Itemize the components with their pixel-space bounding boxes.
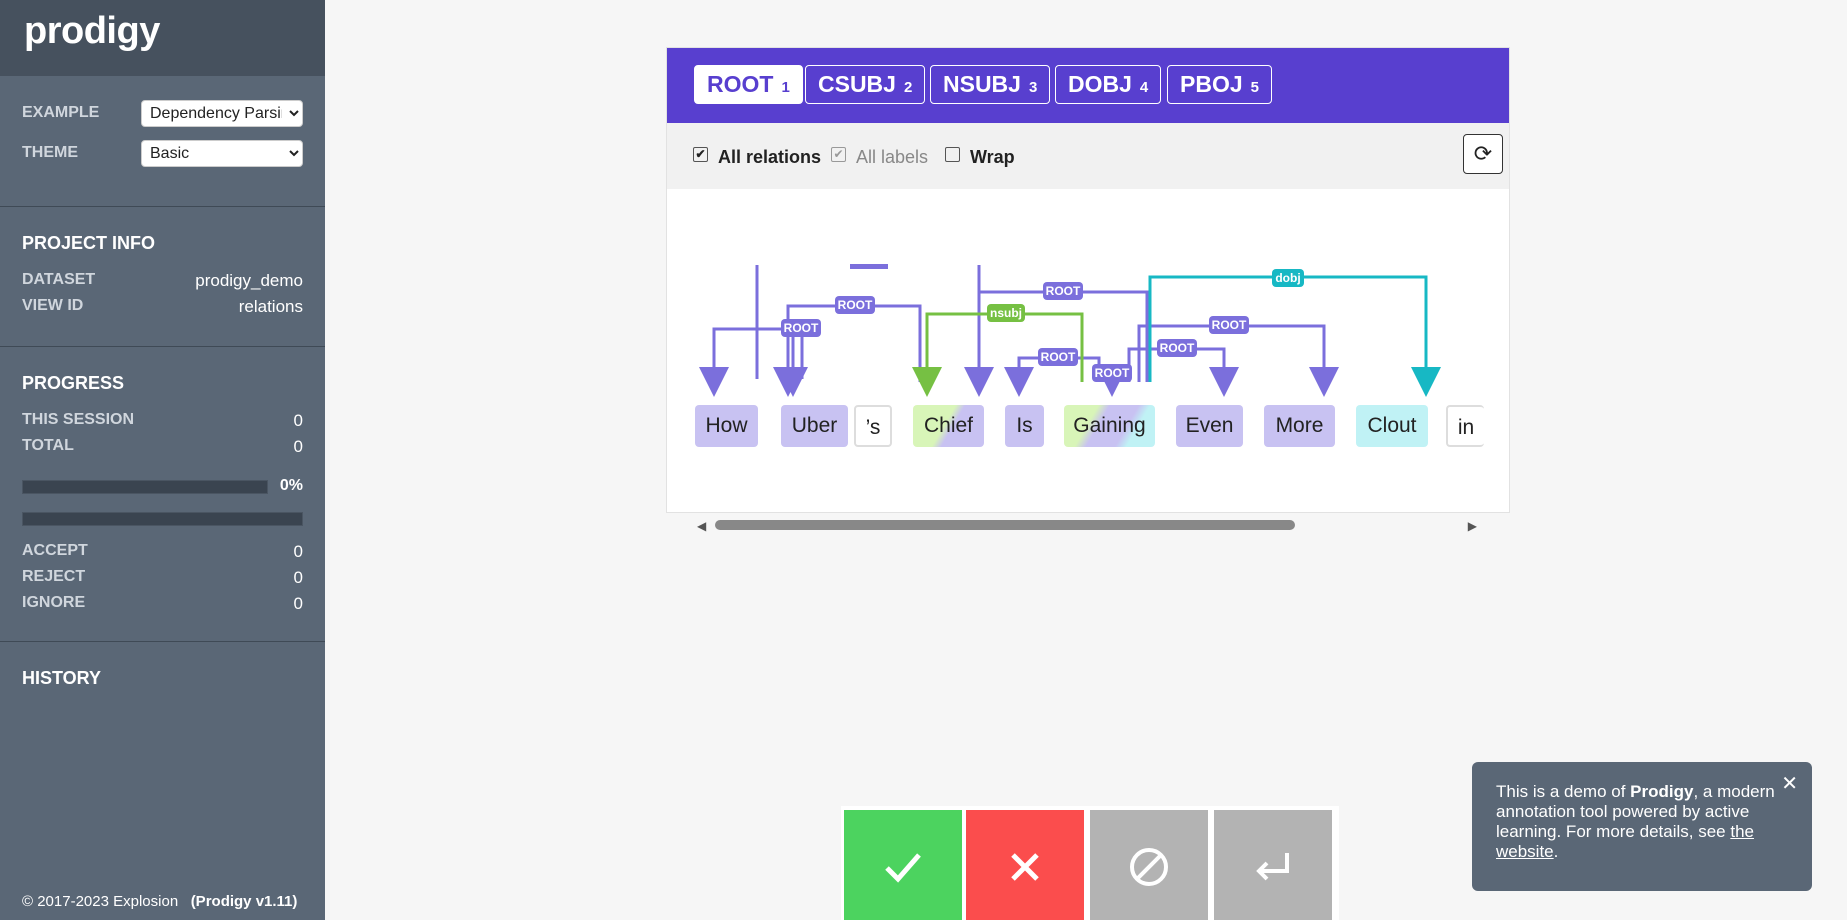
arcs-svg: ROOT ROOT ROOT nsubj dobj ROOT ROOT ROOT… xyxy=(699,264,1441,397)
token[interactable]: Uber xyxy=(781,405,848,447)
scroll-left-icon[interactable]: ◀ xyxy=(697,519,707,533)
cross-icon xyxy=(1011,853,1039,882)
all-relations-option[interactable]: ✔All relations xyxy=(693,146,821,168)
history-title: HISTORY xyxy=(22,668,102,688)
total-label: TOTAL xyxy=(22,437,74,454)
this-session-label: THIS SESSION xyxy=(22,411,135,428)
arc-root xyxy=(850,264,888,269)
token[interactable]: ’s xyxy=(854,405,892,447)
example-select[interactable]: Dependency Parsing xyxy=(141,100,303,127)
token[interactable]: Clout xyxy=(1356,405,1428,447)
arc-label-root: ROOT xyxy=(1046,284,1081,298)
progress-bar xyxy=(22,480,268,494)
check-icon xyxy=(885,853,921,884)
dataset-value: prodigy_demo xyxy=(195,271,303,290)
arc-dobj xyxy=(1148,275,1441,397)
options-bar: ✔All relations ✔All labels Wrap ⟳ xyxy=(667,123,1509,189)
sidebar: prodigy EXAMPLE Dependency Parsing THEME… xyxy=(0,0,325,920)
arc-label-root: ROOT xyxy=(1160,341,1195,355)
token[interactable]: Chief xyxy=(913,405,984,447)
ignore-button[interactable] xyxy=(1090,810,1208,920)
arc-label-root: ROOT xyxy=(1095,366,1130,380)
arc-label-root: ROOT xyxy=(784,321,819,335)
token[interactable]: Is xyxy=(1005,405,1044,447)
undo-button[interactable] xyxy=(1214,810,1332,920)
view-id-label: VIEW ID xyxy=(22,297,84,314)
dataset-label: DATASET xyxy=(22,271,96,288)
ignore-value: 0 xyxy=(293,594,303,613)
arc-label-root: ROOT xyxy=(1041,350,1076,364)
accept-value: 0 xyxy=(293,542,303,561)
refresh-icon[interactable]: ⟳ xyxy=(1463,134,1503,174)
ban-icon xyxy=(1130,848,1168,887)
footer: © 2017-2023 Explosion (Prodigy v1.11) xyxy=(22,893,297,910)
wrap-checkbox[interactable] xyxy=(945,146,960,162)
scroll-right-icon[interactable]: ▶ xyxy=(1467,519,1477,533)
return-icon xyxy=(1256,853,1289,881)
horizontal-scrollbar[interactable]: ◀ ▶ xyxy=(697,517,1477,533)
token[interactable]: Gaining xyxy=(1064,405,1155,447)
theme-label: THEME xyxy=(22,144,78,161)
progress-percent: 0% xyxy=(279,477,303,494)
token[interactable]: More xyxy=(1264,405,1335,447)
logo: prodigy xyxy=(24,10,160,52)
action-bar xyxy=(841,806,1339,920)
dependency-view: ROOT ROOT ROOT nsubj dobj ROOT ROOT ROOT… xyxy=(667,189,1509,512)
accept-label: ACCEPT xyxy=(22,542,88,559)
demo-toast: ✕ This is a demo of Prodigy, a modern an… xyxy=(1472,762,1812,891)
divider xyxy=(0,641,325,642)
arc-root xyxy=(773,304,922,397)
all-labels-checkbox[interactable]: ✔ xyxy=(831,146,846,162)
divider xyxy=(0,346,325,347)
reject-label: REJECT xyxy=(22,568,86,585)
all-relations-checkbox[interactable]: ✔ xyxy=(693,146,708,162)
footer-version: (Prodigy v1.11) xyxy=(190,893,298,910)
arc-label-dobj: dobj xyxy=(1275,271,1300,285)
reject-button[interactable] xyxy=(966,810,1084,920)
arc-root xyxy=(699,327,804,397)
token[interactable]: Even xyxy=(1176,405,1243,447)
example-label: EXAMPLE xyxy=(22,104,100,121)
website-link[interactable]: the website xyxy=(1496,822,1754,861)
view-id-value: relations xyxy=(238,297,303,316)
arc-label-root: ROOT xyxy=(838,298,873,312)
wrap-option[interactable]: Wrap xyxy=(945,146,1015,168)
close-icon[interactable]: ✕ xyxy=(1781,773,1798,795)
reject-value: 0 xyxy=(293,568,303,587)
this-session-value: 0 xyxy=(293,411,303,430)
total-value: 0 xyxy=(293,437,303,456)
footer-copyright: © 2017-2023 Explosion xyxy=(22,893,179,910)
logo-bar: prodigy xyxy=(0,0,325,76)
accept-button[interactable] xyxy=(844,810,962,920)
arc-label-root: ROOT xyxy=(1212,318,1247,332)
secondary-progress-bar xyxy=(22,512,303,526)
all-labels-option[interactable]: ✔All labels xyxy=(831,146,928,168)
progress-title: PROGRESS xyxy=(22,373,125,393)
token[interactable]: How xyxy=(695,405,758,447)
token[interactable]: in xyxy=(1446,405,1484,447)
divider xyxy=(0,206,325,207)
ignore-label: IGNORE xyxy=(22,594,86,611)
scroll-thumb[interactable] xyxy=(715,520,1295,530)
project-info-title: PROJECT INFO xyxy=(22,233,156,253)
arc-label-nsubj: nsubj xyxy=(990,306,1022,320)
theme-select[interactable]: Basic xyxy=(141,140,303,167)
